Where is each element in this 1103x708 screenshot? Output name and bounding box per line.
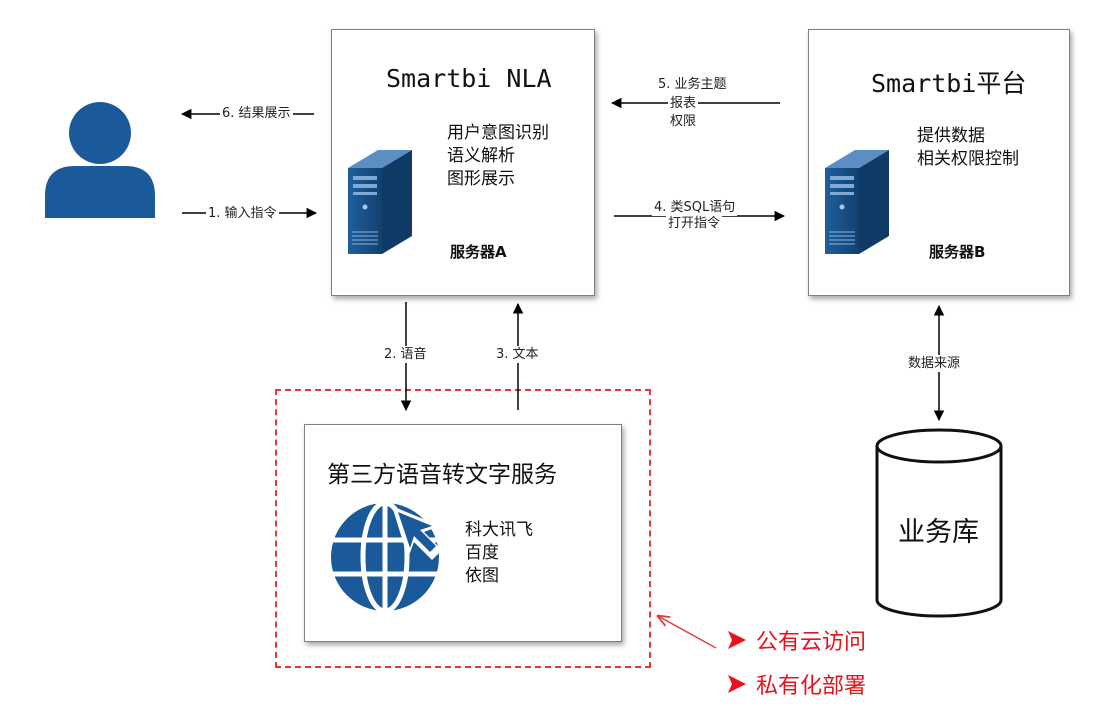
label-text: 3. 文本 bbox=[494, 346, 541, 363]
label-topics-1-fixed: 5. 业务主题 bbox=[656, 76, 729, 93]
label-topics-2: 报表 bbox=[668, 95, 699, 112]
database-icon bbox=[875, 428, 1003, 618]
platform-title: Smartbi平台 bbox=[871, 69, 1027, 98]
label-display: 6. 结果展示 bbox=[220, 105, 293, 122]
chevron-icon bbox=[728, 631, 746, 649]
platform-feature-data: 提供数据 bbox=[917, 126, 985, 146]
deploy-option-public-cloud: 公有云访问 bbox=[756, 630, 867, 655]
deploy-option-private: 私有化部署 bbox=[756, 674, 867, 699]
nla-feature-intent: 用户意图识别 bbox=[447, 123, 549, 143]
label-sql-1: 4. 类SQL语句 bbox=[652, 199, 738, 216]
speech-title: 第三方语音转文字服务 bbox=[327, 462, 557, 488]
label-sql-2: 打开指令 bbox=[666, 215, 723, 232]
speech-vendor-baidu: 百度 bbox=[465, 543, 499, 563]
platform-feature-permission: 相关权限控制 bbox=[917, 149, 1019, 169]
label-input: 1. 输入指令 bbox=[206, 205, 279, 222]
nla-feature-graphic: 图形展示 bbox=[447, 169, 515, 189]
nla-title: Smartbi NLA bbox=[386, 64, 552, 93]
speech-vendor-yitu: 依图 bbox=[465, 566, 499, 586]
label-topics-3: 权限 bbox=[668, 113, 699, 130]
label-datasource: 数据来源 bbox=[906, 355, 963, 372]
chevron-icon bbox=[728, 675, 746, 693]
database-label: 业务库 bbox=[898, 517, 979, 548]
speech-vendor-iflytek: 科大讯飞 bbox=[465, 520, 533, 540]
server-b-icon bbox=[825, 150, 889, 254]
label-voice: 2. 语音 bbox=[382, 346, 429, 363]
nla-feature-semantic: 语义解析 bbox=[447, 146, 515, 166]
globe-cursor-icon bbox=[331, 500, 442, 614]
red-pointer-arrow bbox=[658, 616, 717, 649]
server-a-icon bbox=[348, 150, 412, 254]
nla-server-label: 服务器A bbox=[450, 243, 507, 261]
deployment-boundary bbox=[275, 389, 651, 668]
platform-server-label: 服务器B bbox=[929, 243, 986, 261]
